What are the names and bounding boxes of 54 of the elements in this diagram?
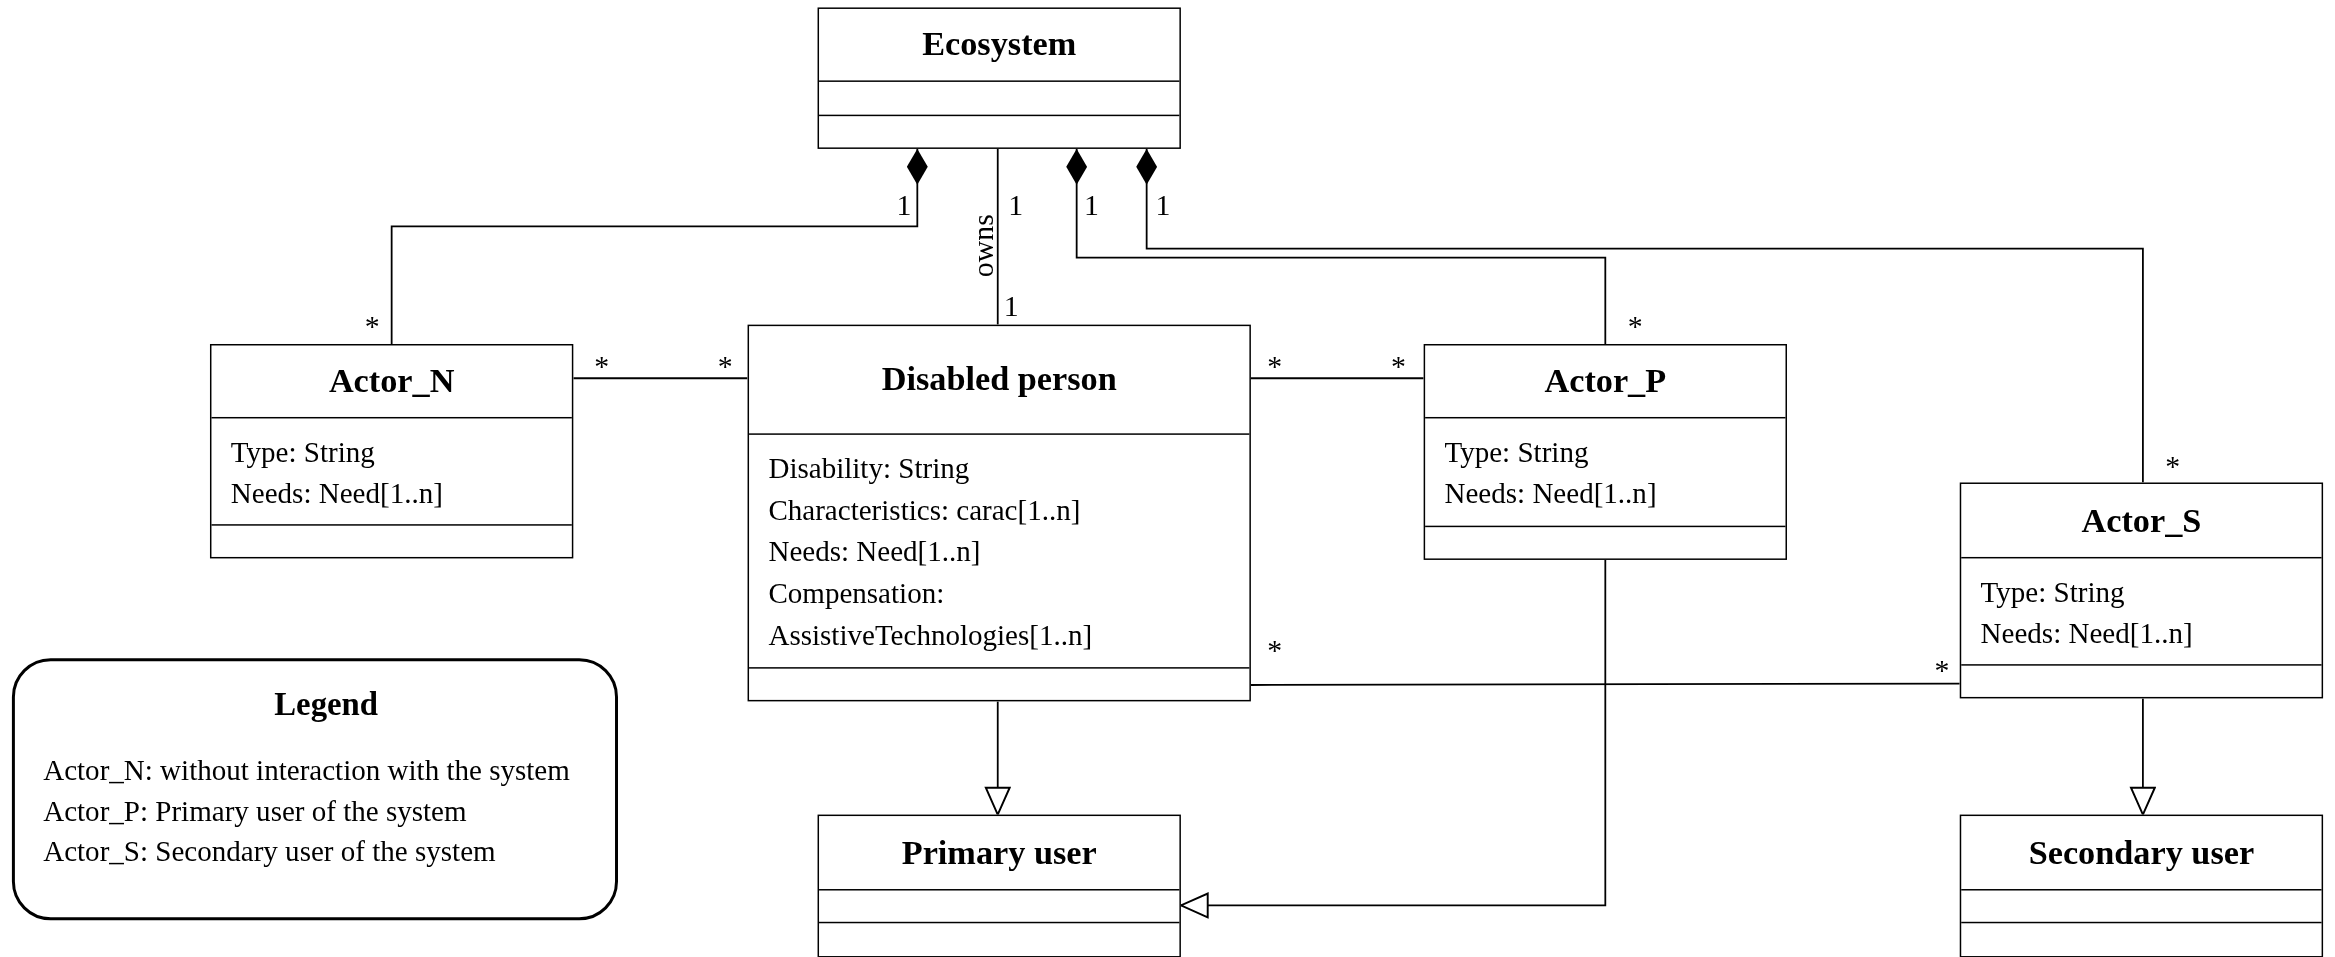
attribute-text: Type: String [230, 435, 376, 470]
class-box [1959, 482, 2324, 699]
class-name: Primary user [901, 833, 1097, 872]
legend-text: Actor_N: without interaction with the system [43, 754, 570, 789]
multiplicity-label: * [1267, 349, 1283, 384]
attribute-text: Disability: String [768, 451, 971, 486]
multiplicity-label: * [594, 349, 610, 384]
multiplicity-label: * [2165, 449, 2181, 484]
composition-line [1136, 148, 2144, 484]
class-name: Secondary user [2028, 833, 2255, 872]
attribute-text: Type: String [1980, 575, 2126, 610]
association-line [572, 377, 749, 380]
attribute-text: Characteristics: carac[1..n] [768, 493, 1082, 528]
legend-box [11, 658, 618, 921]
attribute-text: Needs: Need[1..n] [768, 535, 982, 570]
generalization-arrow [1179, 559, 1607, 919]
multiplicity-label: * [1934, 653, 1950, 688]
class-name: Ecosystem [922, 25, 1077, 65]
class-name: Actor_N [328, 361, 455, 401]
multiplicity-label: * [364, 309, 380, 344]
multiplicity-label: 1 [896, 188, 912, 223]
generalization-arrow [2130, 697, 2156, 816]
multiplicity-label: 1 [1008, 188, 1024, 223]
class-box [1959, 814, 2324, 957]
multiplicity-label: 1 [1155, 188, 1171, 223]
class-box [209, 344, 574, 559]
legend-text: Actor_S: Secondary user of the system [43, 834, 496, 869]
attribute-text: Needs: Need[1..n] [230, 477, 444, 512]
multiplicity-label: 1 [1084, 188, 1099, 223]
association-line [1250, 377, 1425, 380]
edge-label: owns [965, 214, 1000, 278]
generalization-arrow [984, 700, 1011, 816]
class-name: Disabled person [881, 360, 1117, 400]
association-line [1250, 682, 1961, 686]
association-line [996, 148, 999, 326]
multiplicity-label: * [1267, 633, 1283, 668]
attribute-text: Type: String [1444, 435, 1590, 470]
composition-line [1066, 148, 1607, 345]
class-box [1423, 344, 1787, 560]
class-name: Actor_P [1544, 361, 1667, 401]
attribute-text: Needs: Need[1..n] [1444, 477, 1658, 512]
multiplicity-label: * [1390, 349, 1406, 384]
class-name: Actor_S [2081, 501, 2202, 540]
multiplicity-label: * [717, 349, 733, 384]
class-box [817, 814, 1181, 957]
multiplicity-label: * [1627, 309, 1643, 344]
legend-text: Actor_P: Primary user of the system [43, 794, 467, 829]
attribute-text: Needs: Need[1..n] [1980, 617, 2194, 652]
composition-line [390, 148, 928, 345]
class-box [747, 324, 1251, 702]
legend-title: Legend [274, 685, 378, 724]
multiplicity-label: 1 [1003, 289, 1019, 324]
attribute-text: Compensation: AssistiveTechnologies[1..n] [768, 576, 1094, 653]
class-box [817, 7, 1181, 149]
